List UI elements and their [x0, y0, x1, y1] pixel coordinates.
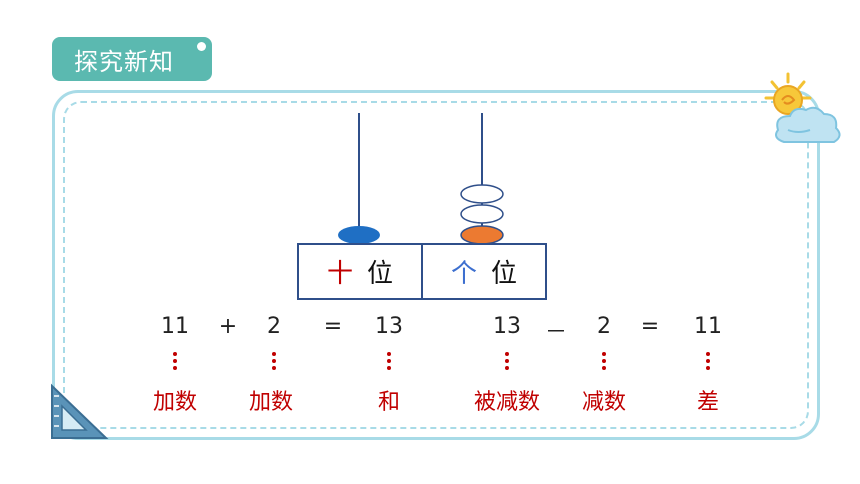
subtraction-result: 11	[694, 314, 722, 339]
term-minuend: 被减数	[473, 390, 541, 415]
place-value-box: 十 位 个 位	[297, 243, 547, 300]
content-frame	[52, 90, 820, 440]
term-addend-2: 加数	[248, 390, 294, 415]
ones-place-word: 位	[491, 259, 518, 289]
connector-dots	[705, 352, 711, 370]
connector-dots	[504, 352, 510, 370]
connector-dots	[172, 352, 178, 370]
ones-place-label: 个 位	[421, 245, 545, 298]
section-title-tag: 探究新知	[52, 37, 212, 81]
content-frame-dashed-border	[63, 101, 809, 429]
addition-operand-1: 11	[161, 314, 189, 339]
connector-dots	[271, 352, 277, 370]
ones-digit-char: 个	[450, 259, 477, 289]
tens-place-label: 十 位	[299, 245, 421, 298]
term-sum: 和	[377, 390, 401, 415]
subtraction-operand-2: 2	[597, 314, 611, 339]
subtraction-equals: =	[640, 314, 660, 339]
term-subtrahend: 减数	[581, 390, 627, 415]
connector-dots	[386, 352, 392, 370]
addition-operator: +	[218, 314, 238, 339]
addition-equals: =	[323, 314, 343, 339]
triangle-ruler-icon	[51, 383, 109, 439]
connector-dots	[601, 352, 607, 370]
addition-operand-2: 2	[267, 314, 281, 339]
section-title: 探究新知	[74, 47, 174, 76]
term-addend-1: 加数	[152, 390, 198, 415]
sun-cloud-icon	[764, 72, 841, 143]
term-difference: 差	[696, 390, 720, 415]
title-dot-decoration	[197, 42, 206, 51]
subtraction-operand-1: 13	[493, 314, 521, 339]
tens-place-word: 位	[367, 259, 394, 289]
addition-result: 13	[375, 314, 403, 339]
subtraction-operator: －	[544, 320, 568, 345]
tens-digit-char: 十	[326, 259, 353, 289]
